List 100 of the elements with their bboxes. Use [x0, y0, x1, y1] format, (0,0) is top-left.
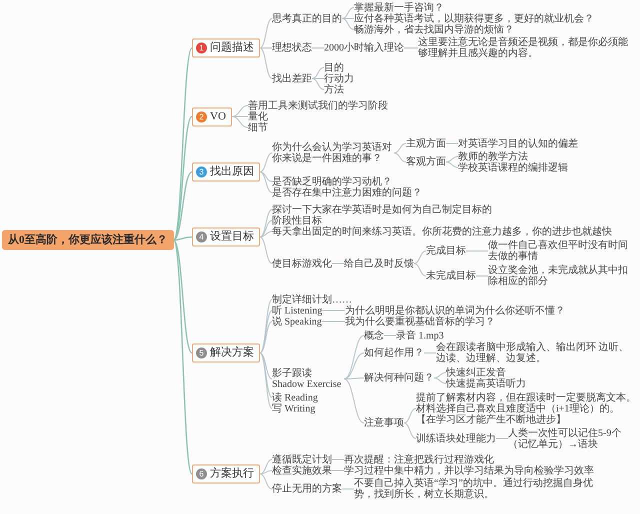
branch-line: [260, 459, 272, 474]
branch-text: 学习过程中集中精力，并以学习结果为导向检验学习效率: [344, 465, 594, 476]
branch-text: 注意事项: [364, 418, 404, 428]
branch-line: [260, 310, 272, 354]
branch-line: [231, 116, 248, 128]
topic-box: [192, 344, 260, 362]
branch-text: 停止无用的方案: [272, 484, 342, 494]
branch-line: [173, 116, 192, 240]
branch-line: [342, 18, 354, 30]
central-topic: 从0至高阶，你更应该注重什么？: [2, 230, 174, 250]
branch-text: 每天拿出固定的时间来练习英语。你所花费的注意力越多，你的进步也就越快: [272, 226, 612, 237]
branch-line: [321, 321, 346, 322]
branch-text: 会在跟读者脑中形成输入、输出闭环 边听、边读、边理解、边复述。: [436, 342, 636, 364]
branch-line: [260, 321, 272, 354]
branch-line: [434, 372, 446, 378]
branch-text: 概念: [364, 330, 384, 341]
branch-line: [173, 171, 192, 241]
branch-line: [344, 352, 364, 380]
branch-text: 快速纠正发音: [446, 367, 506, 378]
step-number: 5: [196, 348, 207, 358]
branch-text: 善用工具来测试我们的学习阶段: [248, 100, 388, 111]
topic-box: [192, 38, 260, 58]
branch-text: 这里要注意无论是音频还是视频，都是你必须能够理解并且感兴趣的内容。: [418, 37, 636, 59]
branch-text: 不要自己掉入英语“学习”的坑中。通过行动挖掘自身优势，找到所长，树立长期意识。: [354, 478, 604, 500]
branch-line: [394, 152, 406, 162]
branch-text: 录音 1.mp3: [396, 330, 444, 341]
topic-title: 方案执行: [210, 468, 254, 480]
branch-line: [342, 7, 354, 19]
branch-text: 思考真正的目的: [272, 13, 342, 24]
branch-text: 2000小时输入理论: [324, 42, 404, 54]
step-number: 1: [196, 42, 207, 54]
branch-line: [344, 378, 364, 424]
branch-line: [260, 231, 272, 238]
branch-text: 如何起作用？: [364, 348, 424, 358]
branch-text: 人类一次性可以记住5-9个（记忆单元）→语块: [508, 428, 636, 450]
branch-text: 给自己及时反馈: [344, 258, 414, 269]
branch-text: 细节: [248, 122, 268, 133]
branch-line: [260, 209, 272, 238]
branch-line: [446, 143, 458, 144]
topic-box: [192, 162, 260, 182]
step-number: 6: [196, 468, 207, 480]
branch-line: [342, 488, 354, 490]
branch-text: 量化: [248, 111, 268, 122]
branch-line: [260, 18, 272, 48]
branch-text: 是否缺乏明确的学习动机？: [272, 176, 392, 187]
branch-line: [260, 172, 272, 193]
branch-line: [446, 156, 458, 162]
branch-line: [172, 240, 193, 474]
branch-text: 目的: [324, 62, 344, 73]
branch-text: 阶段性目标: [272, 215, 322, 226]
branch-line: [260, 352, 272, 380]
branch-text: 解决何种问题？: [364, 372, 434, 384]
branch-text: 你为什么会认为学习英语对你来说是一件困难的事？: [272, 142, 394, 164]
branch-text: 主观方面: [406, 138, 446, 149]
branch-text: 为什么明明是你都认识的单词为什么你还听不懂？: [345, 305, 565, 316]
branch-text: 检查实施效果: [272, 465, 332, 476]
branch-line: [322, 310, 346, 311]
branch-text: 未完成目标: [426, 270, 476, 282]
branch-line: [173, 236, 192, 241]
topic-title: 解决方案: [210, 346, 254, 360]
branch-line: [394, 143, 406, 154]
branch-text: 制定详细计划……: [272, 294, 352, 305]
branch-text: 再次提醒：注意把践行过程游戏化: [344, 454, 494, 465]
branch-line: [260, 48, 272, 79]
branch-text: 客观方面: [406, 156, 446, 168]
branch-line: [414, 263, 426, 276]
branch-line: [332, 470, 344, 471]
branch-line: [260, 352, 272, 409]
topic-box: [192, 107, 232, 126]
branch-text: 影子跟读 Shadow Exercise: [272, 368, 344, 390]
branch-text: 写 Writing: [272, 403, 316, 414]
step-number: 3: [196, 166, 207, 178]
branch-text: 提前了解素材内容，但在跟读时一定要脱离文本。材料选择自己喜欢且难度适中（i+1理论）的。【在学习区才能产生不断地进步】: [416, 392, 636, 425]
branch-line: [231, 105, 248, 117]
topic-box: [192, 464, 260, 484]
branch-text: 设立奖金池，未完成就从其中扣除相应的部分: [488, 265, 636, 287]
branch-text: 完成目标: [426, 246, 466, 256]
step-number: 2: [196, 111, 207, 122]
branch-text: 说 Speaking: [272, 316, 322, 327]
branch-text: 是否存在集中注意力困难的问题？: [272, 187, 422, 198]
branch-line: [312, 67, 324, 79]
branch-text: 行动力: [324, 73, 354, 84]
branch-text: 做一件自己喜欢但平时没有时间去做的事情: [488, 240, 636, 262]
branch-line: [172, 48, 193, 240]
branch-line: [446, 162, 458, 168]
topic-title: VO: [210, 110, 226, 123]
branch-line: [344, 335, 364, 380]
branch-text: 教师的教学方法: [458, 151, 528, 162]
branch-line: [404, 408, 416, 424]
branch-text: 快速提高英语听力: [446, 378, 526, 389]
topic-title: 问题描述: [210, 42, 254, 54]
branch-line: [260, 172, 272, 182]
branch-line: [312, 78, 324, 90]
branch-line: [332, 459, 344, 460]
branch-text: 学校英语课程的编排逻辑: [458, 162, 568, 173]
branch-line: [342, 18, 354, 19]
branch-line: [414, 250, 426, 264]
branch-text: 训练语块处理能力: [416, 433, 496, 444]
topic-title: 设置目标: [210, 230, 254, 244]
step-number: 4: [196, 232, 207, 242]
